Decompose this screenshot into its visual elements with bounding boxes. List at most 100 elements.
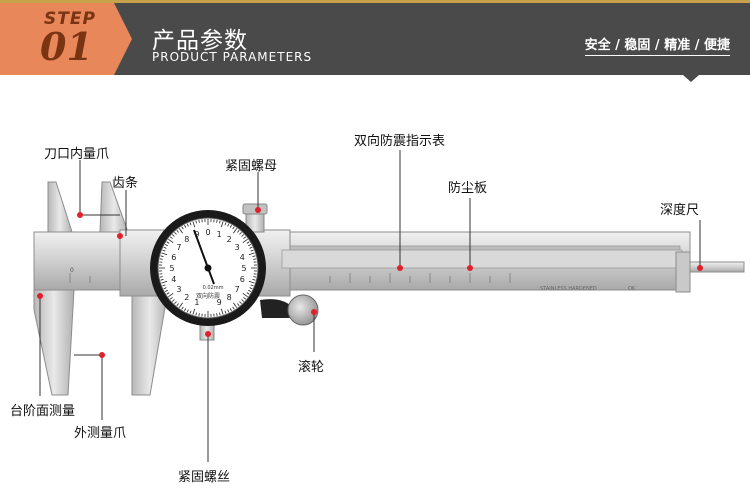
dial-tick [195,220,197,224]
dial-tick [249,246,253,249]
dial-tick [252,279,256,281]
dial-tick [198,219,200,223]
dial-tick [169,236,173,239]
dial-tick [253,276,257,278]
dial-number: 6 [240,275,245,284]
dial-tick [229,308,232,312]
dial-tick [250,284,254,287]
dial-tick [248,280,255,284]
dial-tick [239,301,242,304]
dial-tick [242,292,248,298]
dial-tick [178,228,184,234]
dial-tick [243,236,247,239]
dial-tick [253,258,257,260]
dial-tick [164,244,168,247]
dial-tick [166,241,170,244]
callout-outer-jaw: 外测量爪 [74,426,127,441]
dial-tick [241,234,244,237]
dial-tick [224,310,227,314]
dial-number: 6 [171,253,176,262]
dial-tick [161,280,168,284]
dial-number: 0 [205,228,210,237]
dial-tick [159,258,163,260]
dial-number: 3 [235,243,240,252]
leader-lines [39,150,701,462]
dial-tick [227,309,230,313]
dial-tick [252,255,256,257]
dial-number: 4 [240,253,245,262]
dial-tick [248,289,252,292]
dial-needle [193,229,209,269]
dial-number: 5 [241,264,246,273]
dial-number: 8 [184,235,189,244]
dust-plate [281,249,683,269]
dial-tick [219,312,221,316]
dial-tick [189,310,192,314]
dial-tick [216,219,218,223]
dial-tick [174,232,177,235]
dial-number: 2 [227,235,232,244]
dial-tick [168,292,174,298]
dial-number: 2 [184,293,189,302]
dial-tick [219,220,221,224]
callout-rack: 齿条 [112,176,139,191]
dial-tick [163,287,167,290]
scale-mark: OK [628,286,636,292]
dial-tick [172,299,175,302]
header-bar: STEP 01 产品参数 PRODUCT PARAMETERS 安全 / 稳固 … [0,0,750,75]
dial-tick [249,287,253,290]
dial-tick [241,299,244,302]
dial-tick [181,226,184,230]
dial-tick [174,301,177,304]
dial-tick [198,313,200,317]
dial-number: 9 [217,298,222,307]
dial-tick [246,241,250,244]
dial-tick [163,246,167,249]
callout-dial-indicator: 双向防震指示表 [354,134,446,149]
dial-number: 1 [217,230,222,239]
dial-tick [160,255,164,257]
dial-tick [160,279,164,281]
lower-outer-jaw-sliding [131,289,169,396]
callout-depth-rod: 深度尺 [660,203,700,218]
dial-tick [168,238,174,244]
header-notch [683,75,699,82]
dial-tick [232,306,235,310]
dial-tick [176,303,179,307]
dial-tick [162,284,166,287]
dial-number: 4 [171,275,176,284]
dial-tick [184,224,187,228]
dial-tick [248,252,255,256]
dial-tick [184,308,187,312]
scale-zero: 0 [70,267,74,274]
upper-inner-jaw-sliding [99,181,129,233]
dial-hub [204,264,212,272]
dial-tick [172,234,175,237]
dial-tick [166,292,170,295]
dial-tick [186,223,189,227]
step-number: 01 [40,24,93,69]
dial-number: 3 [176,285,181,294]
dial-tick [248,244,252,247]
dial-number: 1 [194,298,199,307]
callout-dust-plate: 防尘板 [448,181,488,196]
dial-tick [186,309,189,313]
lower-outer-jaw-fixed [33,289,75,396]
dial-number: 7 [176,243,181,252]
dial-tick [195,312,197,316]
dial-tick [250,249,254,252]
dial-tick [220,308,224,315]
dial-tick [192,308,196,315]
upper-inner-jaw-fixed [47,181,73,233]
dial-tick [176,229,179,233]
dial-ticks [159,219,257,317]
callout-lock-nut: 紧固螺母 [225,159,278,174]
dial-tick [159,276,163,278]
dial-number: 5 [169,264,174,273]
step-label: STEP [44,9,96,29]
main-scale-ticks [69,273,511,283]
dial-tick [232,302,238,308]
callout-wheel: 滚轮 [298,360,325,375]
